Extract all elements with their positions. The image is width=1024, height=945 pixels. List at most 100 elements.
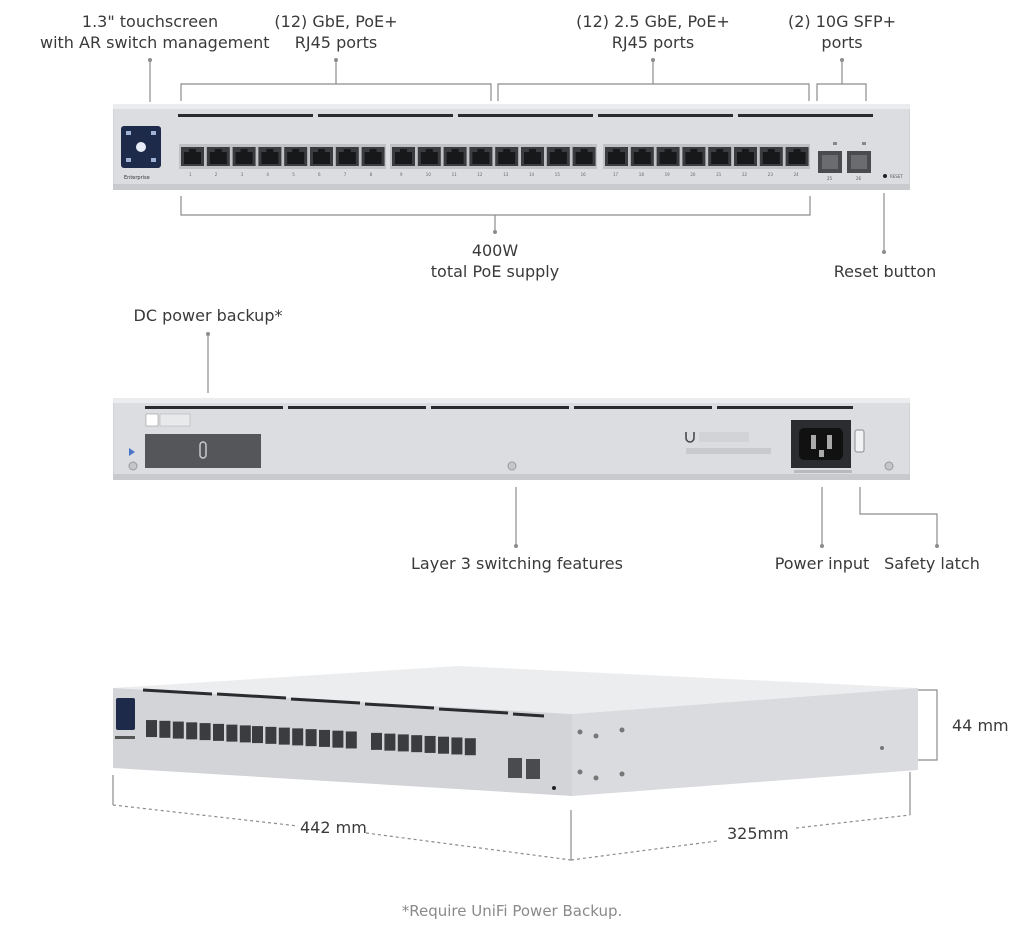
port-label-22: 22	[742, 172, 748, 177]
rj45-port-19	[397, 734, 409, 752]
rj45-port-13	[305, 729, 317, 747]
certification-marks	[686, 448, 771, 454]
rj45-port-11[interactable]	[443, 147, 467, 166]
label-dc-power-backup: DC power backup*	[133, 306, 283, 325]
port-label-20: 20	[690, 172, 696, 177]
safety-latch[interactable]	[854, 429, 865, 453]
touchscreen-display[interactable]	[121, 126, 161, 168]
rj45-port-14	[319, 729, 330, 747]
rj45-port-1[interactable]	[181, 147, 204, 166]
rj45-port-8	[239, 725, 251, 743]
dimension-depth: 325mm	[727, 824, 789, 843]
brand-label	[115, 736, 135, 739]
port-label-24: 24	[794, 172, 800, 177]
rj45-port-10	[265, 726, 277, 744]
sfp-port-26[interactable]	[847, 151, 871, 173]
rj45-port-10[interactable]	[417, 147, 441, 166]
rj45-port-23	[451, 737, 463, 755]
port-label-5: 5	[292, 172, 295, 177]
rj45-port-2[interactable]	[206, 147, 230, 166]
dimension-height: 44 mm	[952, 716, 1009, 735]
port-label-11: 11	[452, 172, 458, 177]
port-label-9: 9	[400, 172, 403, 177]
reset-button[interactable]	[883, 174, 887, 178]
port-label-8: 8	[370, 172, 373, 177]
sfp-label-26: 26	[856, 176, 862, 181]
rj45-port-20[interactable]	[682, 147, 706, 166]
serial-sticker	[159, 413, 191, 427]
rj45-port-11	[278, 727, 290, 745]
rj45-port-21[interactable]	[708, 147, 732, 166]
port-label-1: 1	[189, 172, 192, 177]
rj45-port-24	[464, 738, 476, 756]
port-label-6: 6	[318, 172, 321, 177]
ground-screw-icon	[128, 461, 138, 471]
rj45-port-5	[199, 723, 211, 741]
rj45-port-4	[186, 722, 198, 740]
port-label-12: 12	[477, 172, 483, 177]
rj45-port-12	[292, 728, 304, 746]
port-label-21: 21	[716, 172, 722, 177]
rj45-port-17[interactable]	[605, 147, 628, 166]
qr-code	[145, 413, 159, 427]
sfp-port-25[interactable]	[818, 151, 842, 173]
sfp-label-25: 25	[827, 176, 833, 181]
ubiquiti-logo-icon	[685, 432, 695, 443]
rj45-port-12[interactable]	[469, 147, 493, 166]
port-label-17: 17	[613, 172, 619, 177]
port-label-18: 18	[639, 172, 645, 177]
screw-icon	[884, 461, 894, 471]
switch-perspective-view	[113, 666, 918, 796]
rj45-port-15[interactable]	[546, 147, 570, 166]
rj45-port-3	[172, 721, 184, 739]
rj45-port-23[interactable]	[759, 147, 783, 166]
rj45-port-19[interactable]	[656, 147, 680, 166]
rj45-port-6[interactable]	[310, 147, 333, 166]
footnote: *Require UniFi Power Backup.	[401, 902, 623, 920]
rj45-port-4[interactable]	[258, 147, 282, 166]
rj45-port-3[interactable]	[232, 147, 256, 166]
label-layer3: Layer 3 switching features	[411, 554, 623, 573]
rj45-port-5[interactable]	[284, 147, 308, 166]
reset-button	[552, 786, 556, 790]
label-sfp-ports: (2) 10G SFP+ ports	[787, 12, 896, 52]
rj45-port-14[interactable]	[521, 147, 544, 166]
reset-text: RESET	[890, 174, 903, 179]
power-rating-text	[794, 470, 852, 473]
rj45-port-21	[424, 735, 436, 753]
sfp-port-25	[508, 758, 522, 778]
label-touchscreen: 1.3" touchscreen with AR switch manageme…	[40, 12, 270, 52]
rj45-port-22	[438, 736, 449, 754]
rj45-port-15	[332, 730, 344, 748]
rj45-port-9	[252, 726, 263, 744]
rj45-port-1	[146, 720, 157, 738]
ac-power-input[interactable]	[791, 420, 851, 468]
rj45-port-16[interactable]	[572, 147, 596, 166]
label-power-input: Power input	[774, 554, 870, 573]
port-label-14: 14	[529, 172, 535, 177]
port-label-7: 7	[344, 172, 347, 177]
dc-backup-port[interactable]	[145, 434, 261, 468]
rj45-port-13[interactable]	[495, 147, 519, 166]
rj45-port-17	[371, 732, 382, 750]
sfp-port-26	[526, 759, 540, 779]
arrow-indicator-icon	[129, 448, 135, 456]
port-label-3: 3	[241, 172, 244, 177]
compliance-text	[699, 432, 749, 442]
rj45-port-16	[345, 731, 357, 749]
rj45-port-22[interactable]	[734, 147, 757, 166]
port-label-2: 2	[215, 172, 218, 177]
screw-icon	[507, 461, 517, 471]
rj45-port-9[interactable]	[392, 147, 415, 166]
rj45-port-8[interactable]	[361, 147, 385, 166]
port-label-15: 15	[555, 172, 561, 177]
switch-rear-panel	[113, 398, 910, 480]
rj45-port-7[interactable]	[335, 147, 359, 166]
dimension-width: 442 mm	[300, 818, 367, 837]
rj45-port-6	[213, 723, 224, 741]
rj45-port-18[interactable]	[630, 147, 654, 166]
rj45-port-24[interactable]	[785, 147, 809, 166]
port-label-10: 10	[426, 172, 432, 177]
